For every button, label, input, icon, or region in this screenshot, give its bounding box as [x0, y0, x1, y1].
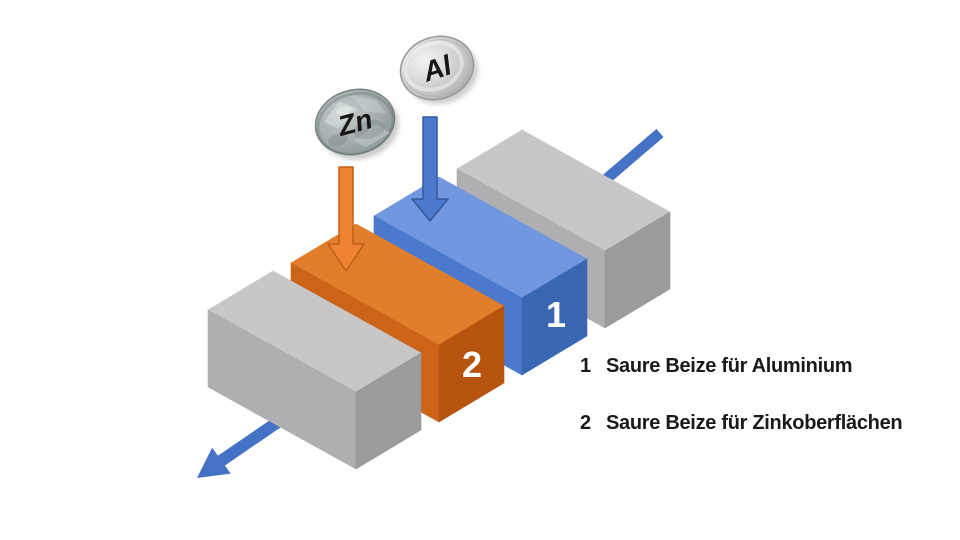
- zn-disc-face: [314, 88, 396, 156]
- legend-item-1-number: 1: [580, 355, 591, 377]
- al-drop-arrow-icon: [411, 116, 449, 222]
- tank-gray-left: [207, 270, 422, 470]
- al-disc-face: [399, 35, 475, 101]
- legend-item-1-label: Saure Beize für Aluminium: [606, 355, 852, 377]
- tank-gray-left-end-face: [355, 352, 422, 470]
- legend-item-2-number: 2: [580, 412, 591, 434]
- al-disc: Al: [399, 35, 479, 105]
- tank-gray-right-end-face: [604, 211, 671, 329]
- tank-blue-end-face: [521, 258, 588, 376]
- tank-orange-number: 2: [462, 344, 482, 385]
- tank-orange-end-face: [438, 305, 505, 423]
- zn-drop-arrow-icon: [327, 166, 365, 272]
- al-disc-highlight: [402, 40, 464, 92]
- zn-disc: Zn: [314, 88, 399, 160]
- al-disc-ring: [403, 39, 471, 97]
- tank-blue-number: 1: [546, 294, 566, 335]
- legend-item-2-label: Saure Beize für Zinkoberflächen: [606, 412, 902, 434]
- zn-disc-texture: [316, 91, 395, 157]
- legend: 1 Saure Beize für Aluminium 2 Saure Beiz…: [580, 355, 903, 434]
